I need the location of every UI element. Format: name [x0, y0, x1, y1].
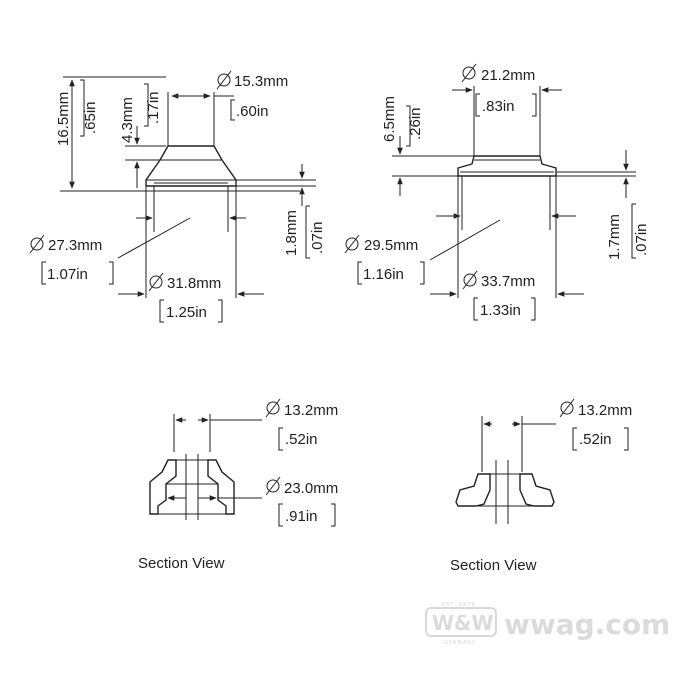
br-bore-in: .52in	[579, 431, 612, 448]
tl-outer-diam-in: 1.25in	[166, 304, 207, 321]
tl-top-diam-in: .60in	[236, 103, 269, 120]
top-right-part-outline	[457, 155, 557, 177]
tr-height-in: .26in	[407, 107, 424, 140]
watermark-site: wwag.com	[504, 608, 670, 641]
tr-base-in: .07in	[633, 223, 650, 256]
tr-base-mm: 1.7mm	[606, 214, 623, 260]
tr-top-diam-mm: 21.2mm	[481, 67, 535, 84]
tl-base-in: .07in	[309, 221, 326, 254]
tl-step-in: .17in	[145, 91, 162, 124]
watermark-origin: GERMANY	[444, 640, 476, 646]
tl-top-diam-mm: 15.3mm	[234, 73, 288, 90]
bl-bore-mm: 13.2mm	[284, 402, 338, 419]
tl-inner-diam-mm: 27.3mm	[48, 237, 102, 254]
watermark-est: EST. 1979	[442, 602, 476, 608]
tr-inner-diam-mm: 29.5mm	[364, 237, 418, 254]
tl-step-mm: 4.3mm	[119, 97, 136, 143]
tl-height-mm: 16.5mm	[55, 92, 72, 146]
tl-inner-diam-in: 1.07in	[47, 266, 88, 283]
bottom-left-section-drawing: 13.2mm .52in 23.0mm .91in Section View	[138, 398, 338, 572]
tr-inner-diam-in: 1.16in	[363, 266, 404, 283]
top-right-part-drawing: 6.5mm .26in 21.2mm .83in 1.7mm .07in 29.…	[344, 63, 650, 321]
watermark-logo: W&W wwag.com EST. 1979 GERMANY	[425, 602, 670, 646]
bl-inner-mm: 23.0mm	[284, 480, 338, 497]
br-caption: Section View	[450, 557, 537, 574]
tr-top-diam-in: .83in	[482, 98, 515, 115]
tl-height-in: .65in	[82, 101, 99, 134]
bottom-right-section-drawing: 13.2mm .52in Section View	[450, 398, 632, 574]
tr-height-mm: 6.5mm	[381, 96, 398, 142]
bl-caption: Section View	[138, 555, 225, 572]
br-bore-mm: 13.2mm	[578, 402, 632, 419]
top-left-part-drawing: 16.5mm .65in 4.3mm .17in 15.3mm .60in 1.…	[29, 70, 326, 323]
bl-bore-in: .52in	[285, 431, 318, 448]
tr-outer-diam-in: 1.33in	[480, 302, 521, 319]
watermark-logo-text: W&W	[432, 611, 494, 635]
tl-base-mm: 1.8mm	[283, 210, 300, 256]
tr-outer-diam-mm: 33.7mm	[481, 273, 535, 290]
tl-outer-diam-mm: 31.8mm	[167, 275, 221, 292]
bl-inner-in: .91in	[285, 508, 318, 525]
